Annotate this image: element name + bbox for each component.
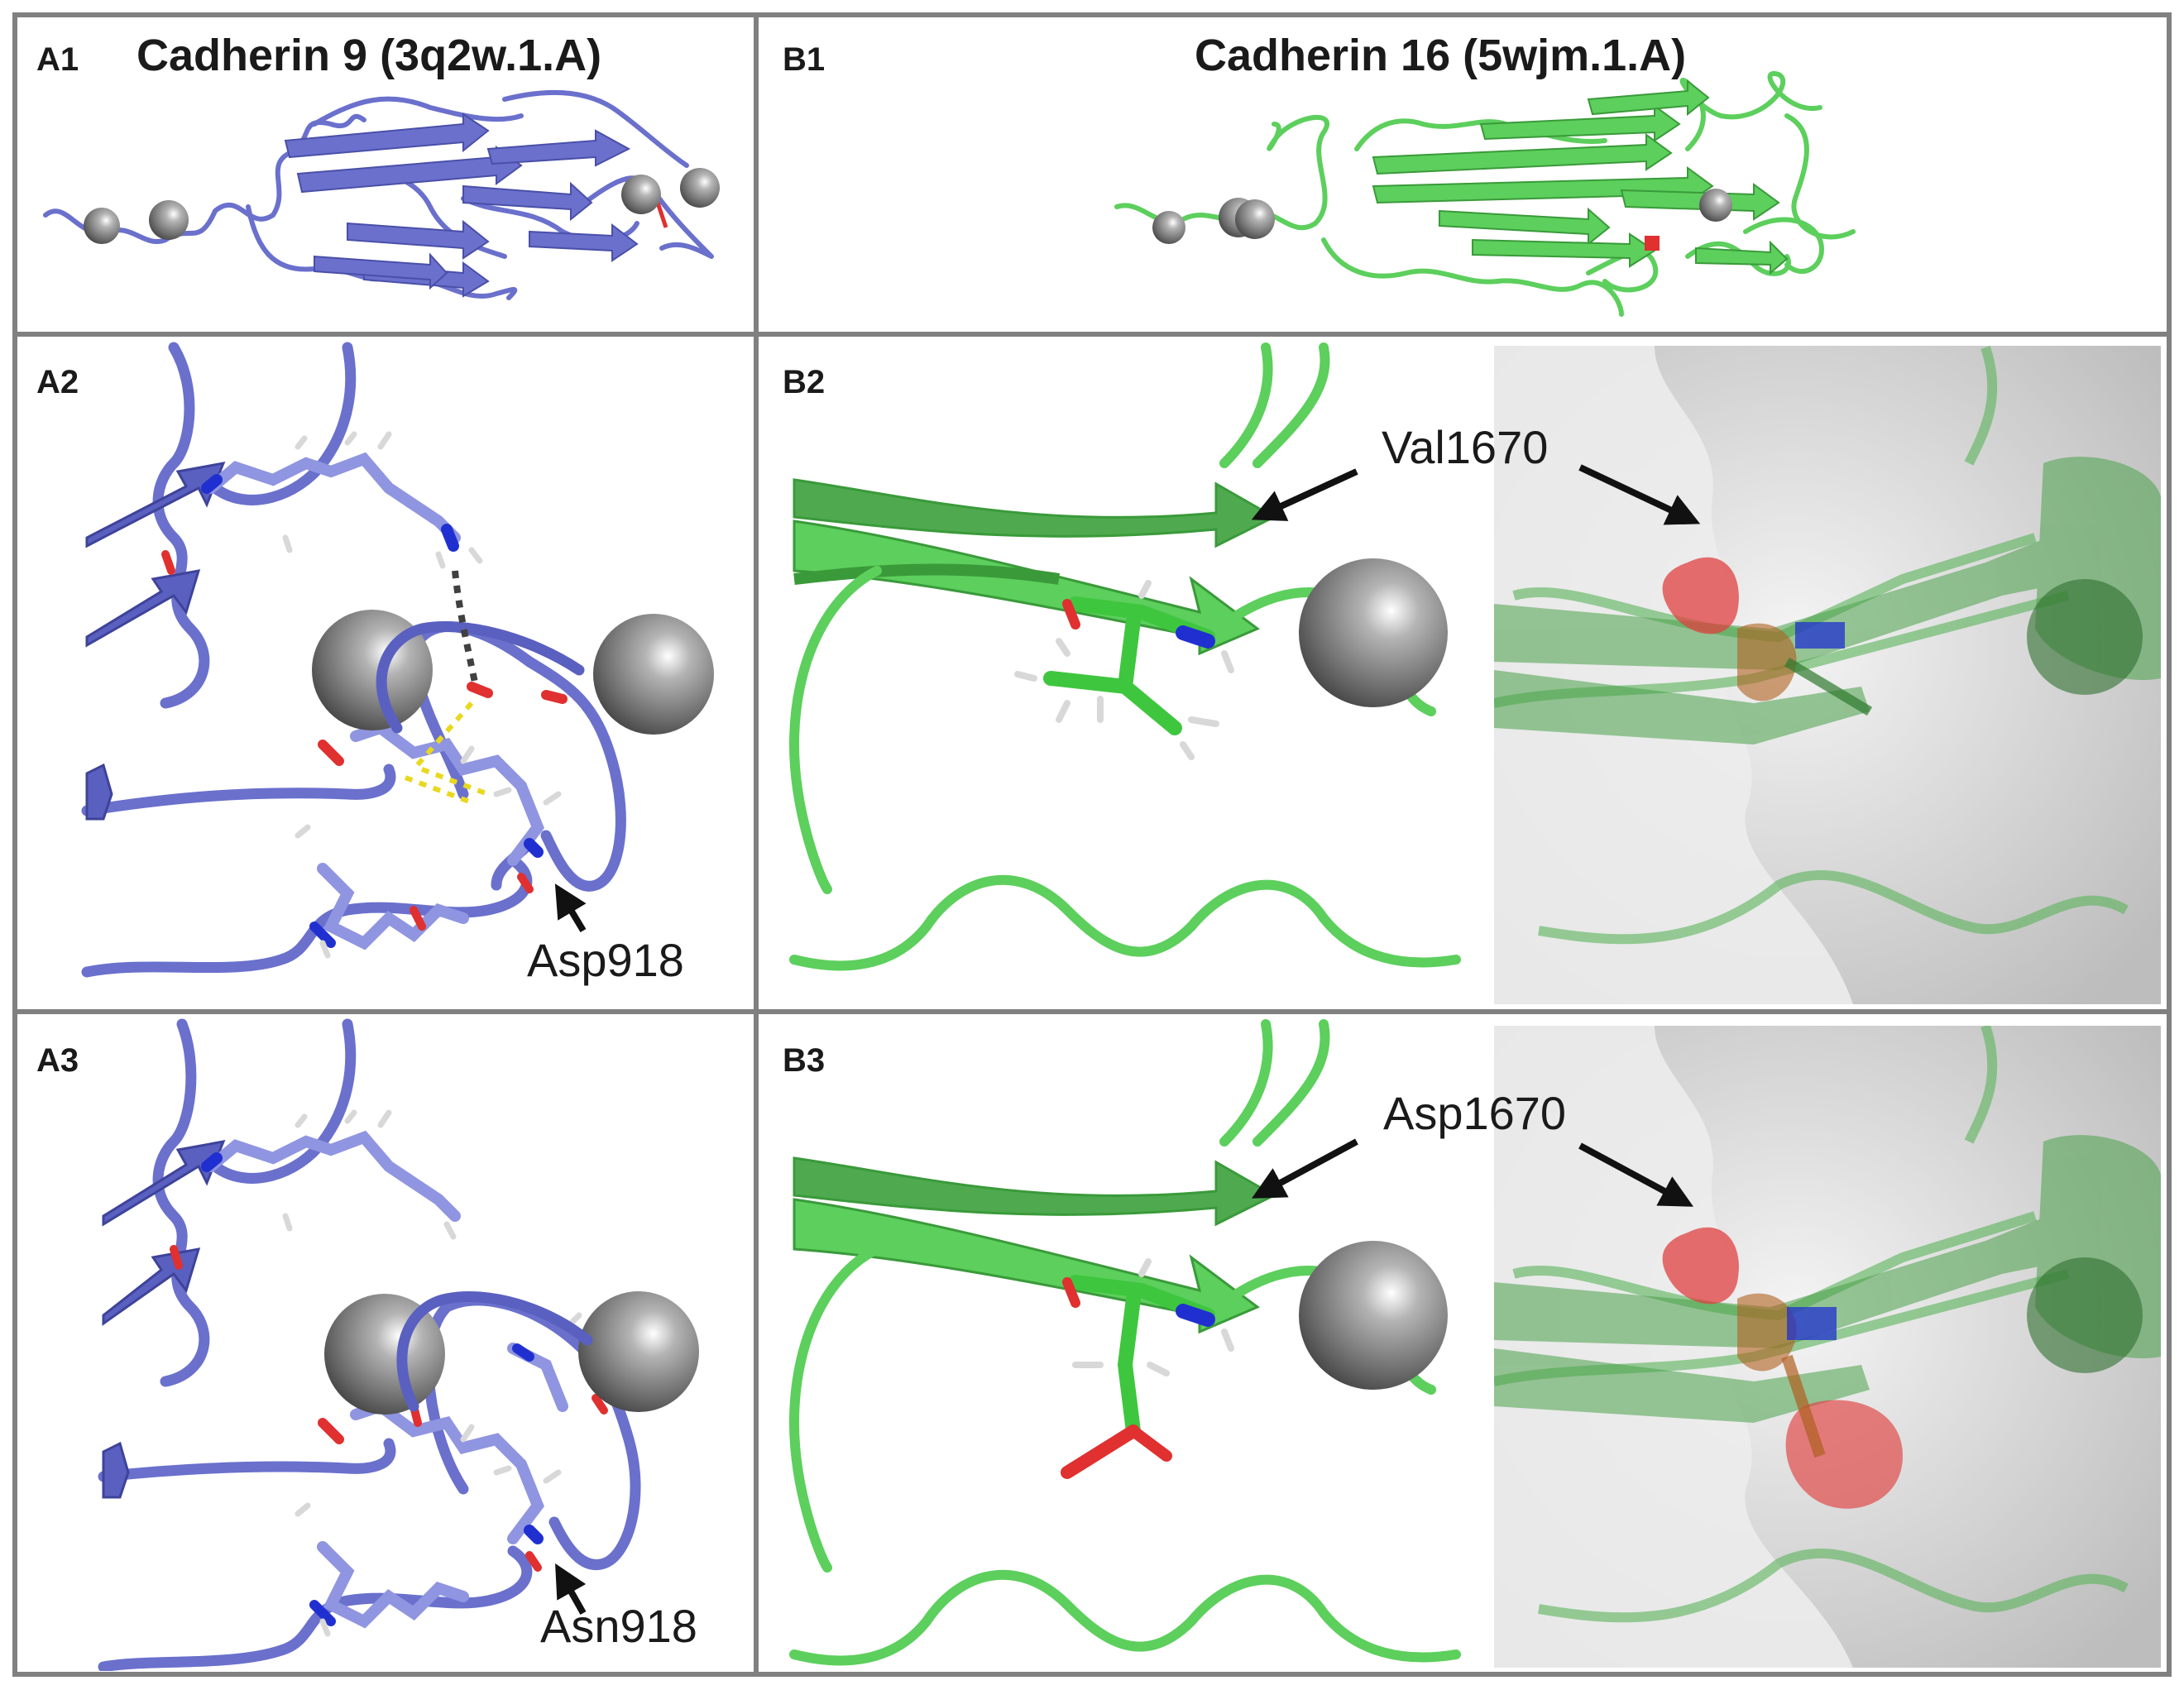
panel-a1 — [43, 89, 720, 300]
panel-grid — [12, 12, 2172, 1677]
residue-label-b3: Asp1670 — [1383, 1087, 1566, 1139]
panel-b3-surface — [1494, 1026, 2161, 1668]
val1670-highlight — [1662, 557, 1873, 716]
panel-label-b1: B1 — [783, 41, 825, 78]
panel-b2-surface — [1494, 346, 2161, 1004]
residue-label-b2: Val1670 — [1382, 421, 1548, 473]
residue-arrow — [1251, 1138, 1358, 1199]
panel-label-a2: A2 — [36, 364, 79, 400]
mutation-site-marker — [655, 202, 668, 228]
cadherin16-beta-strands — [1372, 79, 1789, 275]
panel-b3 — [788, 1019, 1461, 1666]
hydrogen-bonds — [404, 701, 490, 805]
panel-a3 — [98, 1018, 699, 1671]
residue-arrow — [1578, 1142, 1694, 1207]
residue-label-a2: Asp918 — [527, 934, 684, 986]
panel-label-a3: A3 — [36, 1042, 79, 1079]
cadherin16-strands-left — [793, 1156, 1277, 1334]
cadherin16-strands-left — [793, 478, 1277, 656]
panel-a2 — [81, 342, 714, 978]
panel-label-a1: A1 — [36, 41, 79, 78]
residue-arrow — [1251, 468, 1358, 521]
side-chains — [170, 1130, 608, 1629]
cadherin16-overview-ribbon — [1114, 70, 1856, 317]
side-chains — [161, 452, 568, 950]
calcium-ion — [1299, 1241, 1448, 1390]
cadherin9-beta-sheet — [85, 462, 226, 821]
calcium-ions — [324, 1291, 699, 1415]
calcium-ions — [84, 168, 720, 244]
residue-arrow — [555, 1563, 587, 1615]
molecular-surface — [1494, 346, 1853, 1004]
cadherin9-beta-sheet — [102, 1140, 226, 1499]
hydrogen-atoms — [1072, 1258, 1234, 1376]
panel-title-b1: Cadherin 16 (5wjm.1.A) — [1195, 31, 1686, 80]
val1670-side-chain — [1043, 596, 1215, 735]
panel-label-b3: B3 — [783, 1042, 825, 1079]
calcium-ion — [2027, 579, 2143, 695]
residue-arrow — [1578, 464, 1701, 525]
panel-title-a1: Cadherin 9 (3q2w.1.A) — [136, 31, 601, 80]
asp1670-highlight — [1662, 1227, 1903, 1509]
hydrogen-atoms — [282, 431, 562, 959]
residue-arrow — [554, 883, 587, 933]
molecular-surface — [1494, 1026, 1853, 1668]
calcium-ion — [2027, 1257, 2143, 1373]
panel-b2 — [788, 342, 1461, 971]
cadherin9-loop-front — [376, 621, 585, 734]
calcium-ions — [1152, 189, 1732, 244]
panel-label-b2: B2 — [783, 364, 825, 400]
hydrogen-atoms — [282, 1109, 582, 1637]
cadherin9-beta-strands — [284, 113, 639, 298]
hydrogen-atoms — [1014, 580, 1234, 760]
cadherin9-loop-front — [396, 1291, 593, 1412]
panel-b1 — [1114, 70, 1856, 317]
calcium-ion — [1299, 558, 1448, 707]
residue-label-a3: Asn918 — [540, 1600, 697, 1652]
mutation-site-marker — [1645, 236, 1660, 251]
asp1670-side-chain — [1061, 1275, 1215, 1479]
calcium-ions — [312, 610, 714, 735]
